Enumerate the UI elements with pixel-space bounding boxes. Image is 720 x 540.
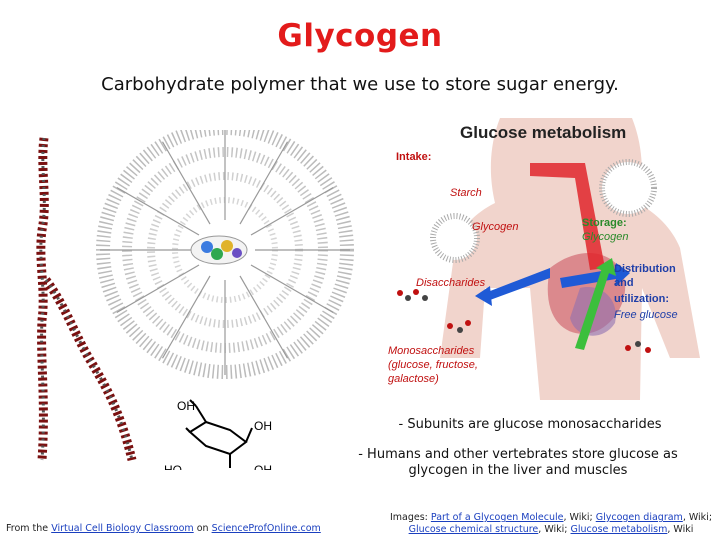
glucose-metabolism-diagram: Glucose metabolism Intake: Starch Glycog… xyxy=(388,118,700,400)
storage-glycogen-label: Glycogen xyxy=(582,231,628,243)
credit-separator: , Wiki; xyxy=(538,524,568,535)
image-credits: Images: Part of a Glycogen Molecule, Wik… xyxy=(384,512,718,536)
monosaccharides-label: Monosaccharides xyxy=(388,345,475,357)
bullet-storage: - Humans and other vertebrates store glu… xyxy=(358,447,678,478)
glucose-structure-image xyxy=(185,399,253,468)
glycogen-diagram-link[interactable]: Glycogen diagram xyxy=(595,512,683,523)
disaccharides-label: Disaccharides xyxy=(416,277,486,289)
diagram-title: Glucose metabolism xyxy=(460,123,626,142)
images-prefix: Images: xyxy=(389,512,428,523)
glucose-oh-label: OH xyxy=(254,463,272,470)
source-credit: From the Virtual Cell Biology Classroom … xyxy=(6,523,321,534)
glucose-molecule-image xyxy=(447,320,651,353)
glycogen-intake-label: Glycogen xyxy=(472,221,518,233)
disaccharide-molecule-image xyxy=(397,289,428,301)
intake-label: Intake: xyxy=(396,151,431,163)
glycogenin-core-image xyxy=(190,235,248,265)
glucose-ho-label: HO xyxy=(164,463,182,470)
glucose-structure-link[interactable]: Glucose chemical structure xyxy=(408,524,539,535)
monosaccharides-label-3: galactose) xyxy=(388,373,439,385)
glycogen-molecule-link[interactable]: Part of a Glycogen Molecule xyxy=(430,512,564,523)
credit-separator: , Wiki; xyxy=(682,512,713,523)
bullet-subunits: - Subunits are glucose monosaccharides xyxy=(398,417,662,432)
glycogen-chain-image xyxy=(36,137,137,462)
distribution-label-2: and xyxy=(614,277,634,289)
glucose-oh-label: OH xyxy=(177,399,195,413)
credit-prefix: From the xyxy=(6,523,49,534)
slide-title: Glycogen xyxy=(277,18,443,54)
credit-separator: , Wiki xyxy=(667,524,694,535)
monosaccharides-label-2: (glucose, fructose, xyxy=(388,359,478,371)
glycogen-molecule-figure: OH OH HO OH OH xyxy=(36,130,354,470)
scienceprofonline-link[interactable]: ScienceProfOnline.com xyxy=(211,523,321,534)
slide-subtitle: Carbohydrate polymer that we use to stor… xyxy=(101,74,619,95)
glycogen-tree-image xyxy=(96,130,354,379)
starch-globe-image xyxy=(599,159,657,217)
glucose-metabolism-link[interactable]: Glucose metabolism xyxy=(570,524,668,535)
free-glucose-label: Free glucose xyxy=(614,309,678,321)
credit-on: on xyxy=(196,523,209,534)
distribution-label: Distribution xyxy=(614,263,676,275)
starch-label: Starch xyxy=(450,187,482,199)
distribution-label-3: utilization: xyxy=(614,293,669,305)
storage-label: Storage: xyxy=(582,217,627,229)
glucose-oh-label: OH xyxy=(254,419,272,433)
virtual-cell-link[interactable]: Virtual Cell Biology Classroom xyxy=(51,523,194,534)
glycogen-globe-image xyxy=(430,213,480,263)
credit-separator: , Wiki; xyxy=(563,512,593,523)
